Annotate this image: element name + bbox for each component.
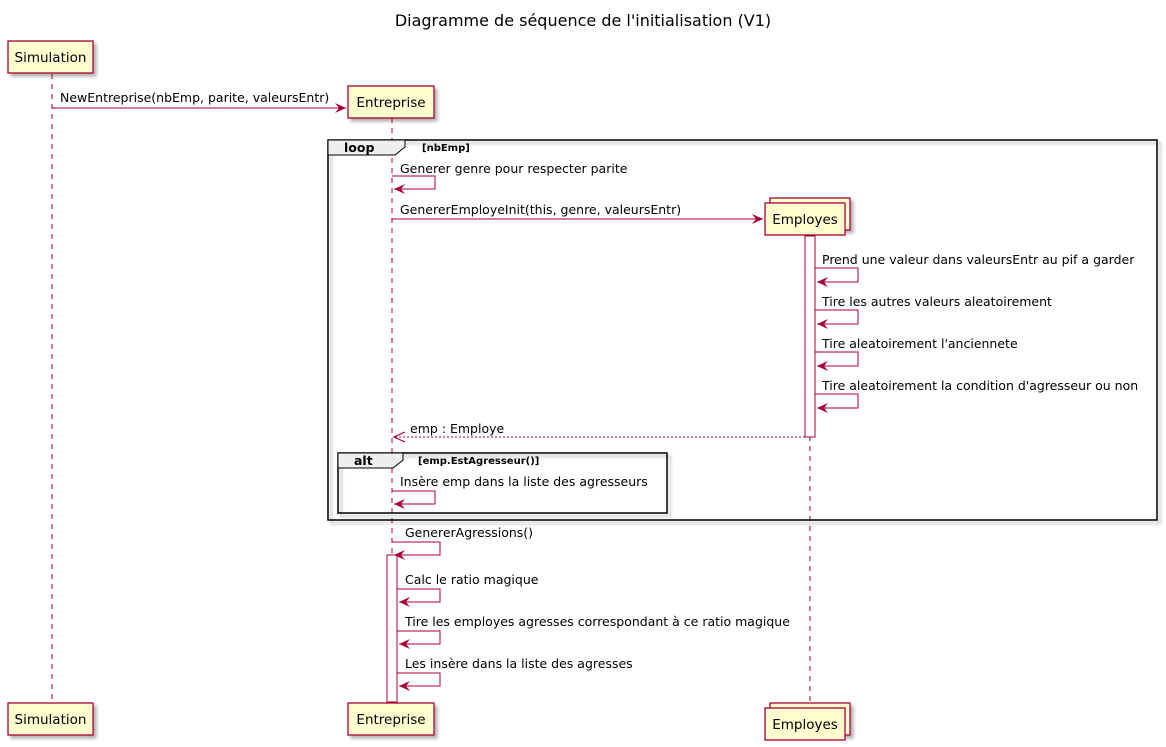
- message-insere-agresses: Les insère dans la liste des agresses: [397, 656, 633, 691]
- message-generer-agressions: GenererAgressions(): [392, 525, 533, 560]
- svg-text:Tire aleatoirement l'anciennet: Tire aleatoirement l'anciennete: [821, 336, 1018, 351]
- activation-employes: [804, 235, 816, 438]
- svg-text:Tire aleatoirement la conditio: Tire aleatoirement la condition d'agress…: [821, 378, 1138, 393]
- activation-entreprise: [386, 554, 398, 703]
- message-return-emp: emp : Employe: [394, 421, 805, 437]
- message-prend-valeur: Prend une valeur dans valeursEntr au pif…: [815, 252, 1135, 287]
- svg-text:Insère emp dans la liste des a: Insère emp dans la liste des agresseurs: [400, 474, 648, 489]
- svg-text:Simulation: Simulation: [15, 712, 87, 728]
- alt-label: alt: [354, 453, 373, 468]
- svg-text:Prend une valeur dans valeursE: Prend une valeur dans valeursEntr au pif…: [822, 252, 1135, 267]
- message-generer-employe: GenererEmployeInit(this, genre, valeursE…: [392, 202, 763, 224]
- svg-text:NewEntreprise(nbEmp, parite, v: NewEntreprise(nbEmp, parite, valeursEntr…: [60, 90, 329, 105]
- message-calc-ratio: Calc le ratio magique: [397, 572, 539, 607]
- message-generer-genre: Generer genre pour respecter parite: [392, 161, 628, 194]
- svg-text:Employes: Employes: [772, 212, 838, 228]
- participant-employes-bottom: Employes: [764, 702, 851, 741]
- svg-text:Generer genre pour respecter p: Generer genre pour respecter parite: [400, 161, 628, 176]
- svg-text:Tire les employes agresses cor: Tire les employes agresses correspondant…: [404, 614, 790, 629]
- svg-text:emp : Employe: emp : Employe: [410, 421, 504, 436]
- svg-text:Employes: Employes: [772, 717, 838, 733]
- svg-text:Entreprise: Entreprise: [356, 712, 425, 728]
- message-tire-agresses: Tire les employes agresses correspondant…: [397, 614, 790, 649]
- svg-text:Simulation: Simulation: [15, 50, 87, 66]
- message-tire-autres: Tire les autres valeurs aleatoirement: [815, 294, 1052, 329]
- message-tire-condition: Tire aleatoirement la condition d'agress…: [815, 378, 1138, 413]
- svg-text:Calc le ratio magique: Calc le ratio magique: [405, 572, 539, 587]
- alt-fragment: alt [emp.EstAgresseur()]: [337, 452, 668, 514]
- message-new-entreprise: NewEntreprise(nbEmp, parite, valeursEntr…: [52, 90, 346, 113]
- message-tire-anciennete: Tire aleatoirement l'anciennete: [815, 336, 1018, 371]
- alt-guard: [emp.EstAgresseur()]: [418, 456, 539, 467]
- participant-simulation-top: Simulation: [7, 40, 94, 74]
- svg-text:Tire les autres valeurs aleato: Tire les autres valeurs aleatoirement: [821, 294, 1052, 309]
- participant-entreprise-bottom: Entreprise: [347, 702, 435, 736]
- participant-employes-created: Employes: [764, 197, 851, 236]
- message-insere-agresseur: Insère emp dans la liste des agresseurs: [392, 474, 648, 509]
- diagram-title: Diagramme de séquence de l'initialisatio…: [395, 11, 771, 30]
- loop-guard: [nbEmp]: [422, 143, 470, 154]
- svg-text:GenererAgressions(): GenererAgressions(): [405, 525, 533, 540]
- loop-fragment: loop [nbEmp]: [327, 139, 1158, 521]
- svg-text:Entreprise: Entreprise: [356, 95, 425, 111]
- svg-text:Les insère dans la liste des a: Les insère dans la liste des agresses: [405, 656, 633, 671]
- svg-text:GenererEmployeInit(this, genre: GenererEmployeInit(this, genre, valeursE…: [400, 202, 681, 217]
- participant-simulation-bottom: Simulation: [7, 702, 94, 736]
- participant-entreprise-top: Entreprise: [347, 85, 435, 119]
- loop-label: loop: [344, 140, 374, 155]
